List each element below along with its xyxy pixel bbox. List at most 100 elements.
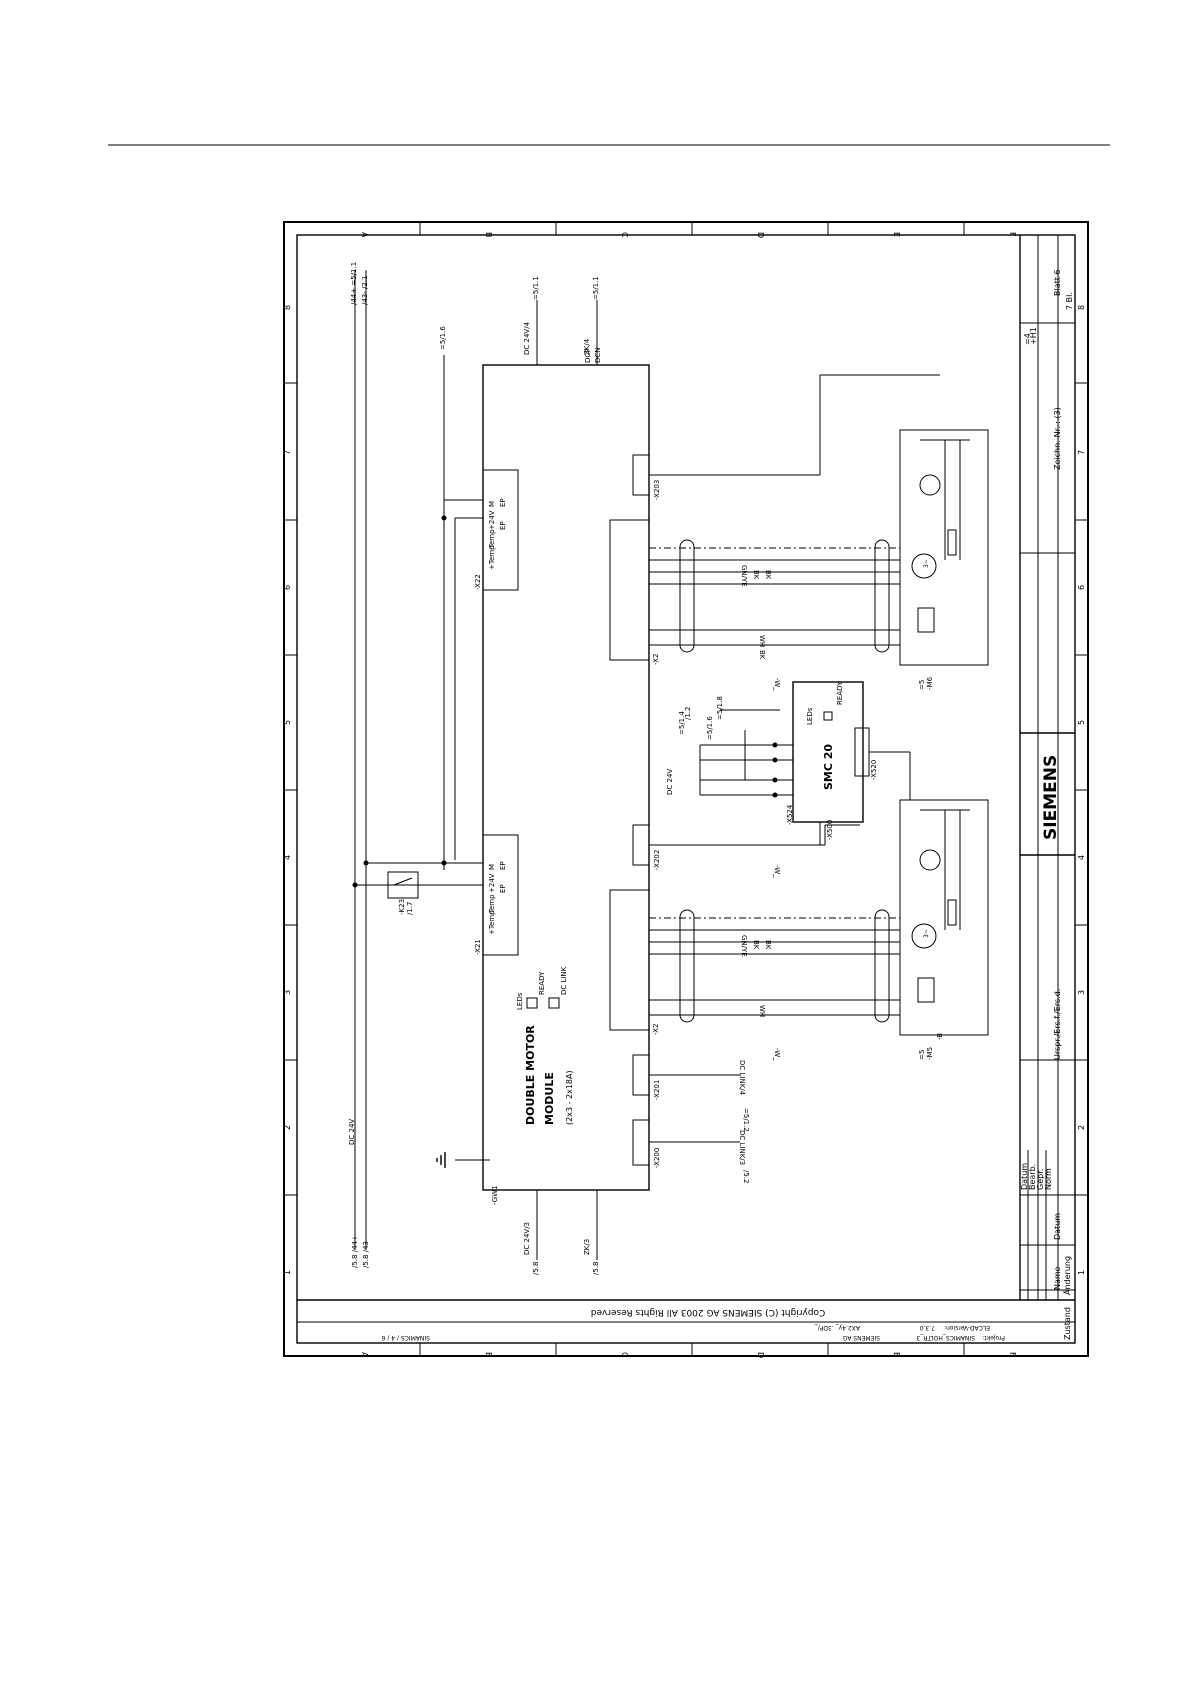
norm-label: Norm [1044, 1168, 1053, 1190]
motor-top-label: -M6 [926, 676, 934, 690]
wire-gnye-bottom: GN/YE [740, 935, 748, 957]
wire-bk2-top: BK [764, 570, 772, 580]
row-label-8-left: 8 [283, 305, 292, 310]
replaced-by: Urspr./Ers.f./Ers.d. [1053, 989, 1062, 1060]
wire-bk2-bottom: BK [764, 940, 772, 950]
col-label-e-top: E [892, 232, 901, 237]
led-dclink-label: DC LINK [560, 966, 568, 995]
x21-ep2: EP [499, 861, 507, 870]
col-label-f-bottom: F [1008, 1352, 1017, 1357]
smc20-name: SMC 20 [822, 744, 835, 790]
drive-cliq-b: DC LINK/3 [738, 1130, 746, 1165]
row-label-3-left: 3 [283, 990, 292, 995]
relay-ref: /1.7 [406, 902, 414, 916]
smc20-led-label: READY [836, 681, 844, 705]
row-label-2-right: 2 [1077, 1125, 1086, 1130]
x22-label: -X22 [474, 574, 482, 590]
row-label-7-right: 7 [1077, 450, 1086, 455]
title-strip: Copyright (C) SIEMENS AG 2003 All Rights… [297, 1299, 1075, 1341]
bus-bottom-b: /5.8 /43- [362, 1238, 370, 1268]
motor-icon: 3~ [911, 439, 970, 633]
col-label-d-top: D [756, 232, 765, 238]
module-title-line1: DOUBLE MOTOR [524, 1025, 537, 1125]
relay-contact [393, 877, 413, 886]
smc20-ref-d: =5/1.8 [716, 696, 724, 720]
motor-bottom-power-wires [649, 909, 900, 1023]
led-dclink-indicator [548, 997, 560, 1009]
plant-code: =4 [1023, 333, 1032, 345]
x200-socket [632, 1119, 650, 1166]
x520-socket [854, 727, 870, 777]
col-label-c-top: C [620, 232, 629, 238]
motor-top-housing [899, 429, 989, 666]
row-label-1-right: 1 [1077, 1270, 1086, 1275]
dc24v-bus [354, 270, 456, 1250]
svg-text:3~: 3~ [923, 559, 930, 568]
x22-m: M [488, 501, 496, 507]
ref-bottom2: /5.8 [592, 1262, 600, 1276]
motor-bottom-housing [899, 799, 989, 1036]
zk-bottom-label: ZK/3 [583, 1239, 591, 1255]
encoder-label: -B [936, 1033, 944, 1040]
x22-24v: +24V [488, 510, 496, 530]
ep-wiring [352, 499, 483, 888]
drive-cliq-wiring [649, 374, 940, 1143]
x203-socket [632, 454, 650, 496]
file-ref: SINAMICS / 4 / 6 [381, 1334, 430, 1341]
row-label-4-left: 4 [283, 855, 292, 860]
col-label-c-bottom: C [620, 1352, 629, 1358]
cable-top: -W_ [773, 678, 781, 691]
drawing-number: Zeichn.-Nr. : (3) [1053, 407, 1062, 470]
date2-label: Datum [1053, 1213, 1062, 1240]
smc20-ref-b: =5/1.6 [706, 716, 714, 740]
x2-top-block [609, 519, 650, 661]
x203-label: -X203 [653, 480, 661, 500]
drive-cliq-a: DC LINK/4 [738, 1060, 746, 1096]
cad-label: ELCAD-Version: [944, 1324, 990, 1331]
col-label-b-bottom: B [484, 1352, 493, 1358]
row-label-5-right: 5 [1077, 720, 1086, 725]
col-label-b-top: B [484, 232, 493, 238]
led-ready-label: READY [538, 971, 546, 995]
motor-top-power-wires [649, 539, 900, 653]
dcp-top: DCP [584, 349, 592, 364]
row-label-7-left: 7 [283, 450, 292, 455]
bus-bottom-a: /5.8 /44+ [351, 1235, 359, 1268]
dc-bottom-label: DC 24V/3 [523, 1222, 531, 1255]
ref-top2: =5/1.1 [592, 276, 600, 300]
dc-top-label: DC 24V/4 [523, 321, 531, 355]
x520-label: -X520 [870, 760, 878, 780]
x524-label: -X524 [786, 804, 794, 825]
x500-label: -X500 [826, 820, 834, 840]
siemens-logo: SIEMENS [1041, 755, 1061, 840]
col-label-a-bottom: A [360, 1352, 369, 1358]
dcn-top: DCN [594, 347, 602, 363]
col-label-a-top: A [360, 232, 369, 238]
ref-top: =5/1.1 [532, 276, 540, 300]
change-label: Änderung [1062, 1256, 1072, 1295]
smc20-ref-c: /1.2 [684, 707, 692, 721]
motor-bottom-ref: =5 [918, 1050, 926, 1060]
project-value: SINAMICS_HOLTR_3 [916, 1334, 975, 1341]
checked-label: Gepr. [1036, 1169, 1045, 1190]
col-label-e-bottom: E [892, 1352, 901, 1357]
row-grid [284, 382, 1088, 1196]
column-grid [419, 222, 965, 1356]
zk-top-label: ZK/4 [583, 338, 591, 355]
wire-bk3-top: BK [758, 650, 766, 660]
x22-terminal-block [482, 469, 519, 591]
ref-ep: =5/1.6 [439, 326, 447, 350]
name-label: Name [1053, 1266, 1062, 1290]
cad-value: 7.3.0 [920, 1324, 935, 1331]
col-label-d-bottom: D [756, 1352, 765, 1358]
sheets-total: 7 Bl. [1065, 292, 1074, 310]
x200-label: -X200 [653, 1148, 661, 1168]
motor-top-ref: =5 [918, 680, 926, 690]
title-block [1019, 235, 1075, 1300]
x202-label: -X202 [653, 850, 661, 870]
row-label-4-right: 4 [1077, 855, 1086, 860]
x22-temp-plus: +Temp [488, 545, 496, 570]
bus-top-b: /43- /2.1 [361, 275, 369, 305]
x2-bottom-block [609, 889, 650, 1031]
company-text: SIEMENS AG [842, 1334, 880, 1341]
